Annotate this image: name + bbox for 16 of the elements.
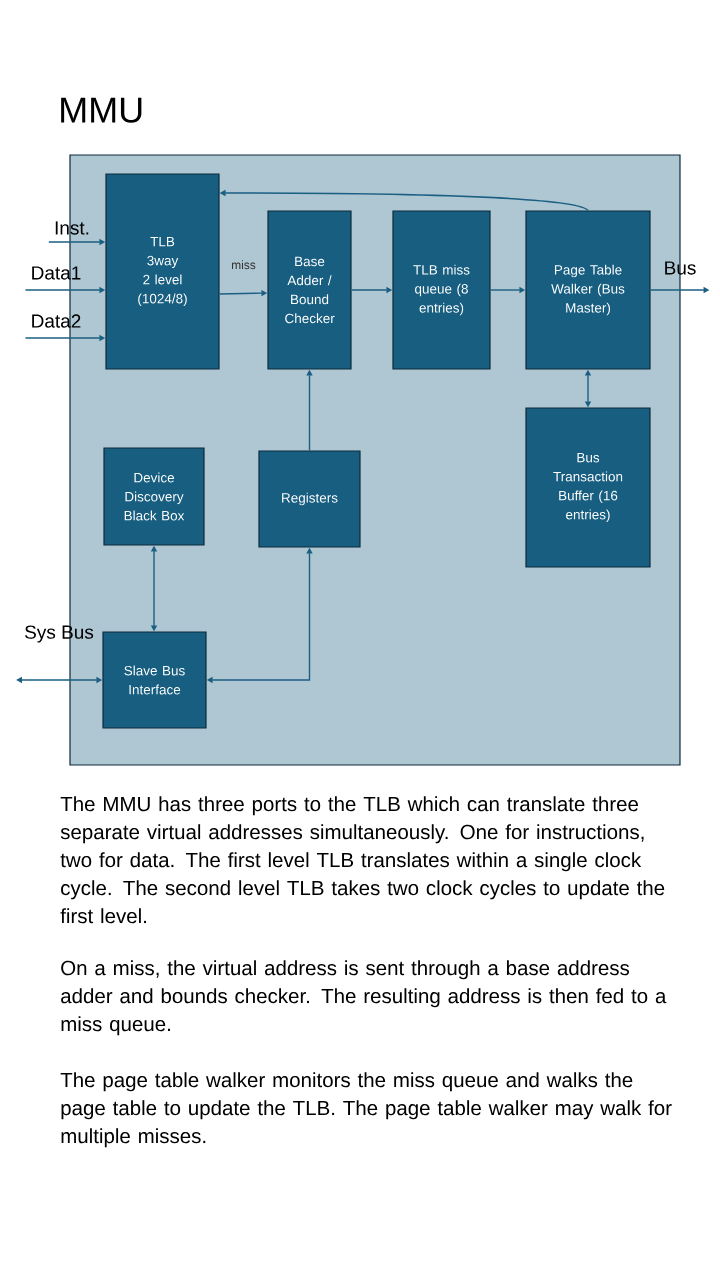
block-box: Device Discovery Black Box [103,447,205,546]
paragraph: The MMU has three ports to the TLB which can translate three separate virtual addresses simultaneously. One for instructions, two for data. The first level TLB translates within a single clock cycle. The second level TLB takes two clock cycles to update the first level. [60,796,665,924]
node-label: MMU [61,97,142,123]
block-box: TLB 3way 2 level (1024/8) [105,173,220,370]
block-box: Slave Bus Interface [102,631,207,729]
port-label: Sys Bus [25,625,94,643]
port-label: Bus [665,261,696,275]
edge-label: miss [230,259,257,271]
port-label: Inst. [55,221,89,235]
block-box: Page Table Walker (Bus Master) [525,210,651,370]
block-box: Bus Transaction Buffer (16 entries) [525,407,651,568]
block-box: Base Adder / Bound Checker [267,210,352,370]
block-box: Registers [258,450,361,548]
block-box: TLB miss queue (8 entries) [392,210,491,370]
paragraph: The page table walker monitors the miss queue and walks the page table to update the TLB. The page table walker may walk for multiple misses. [60,1072,672,1148]
paragraph: On a miss, the virtual address is sent through a base address adder and bounds checker. The resulting address is then fed to a miss queue. [61,960,667,1036]
